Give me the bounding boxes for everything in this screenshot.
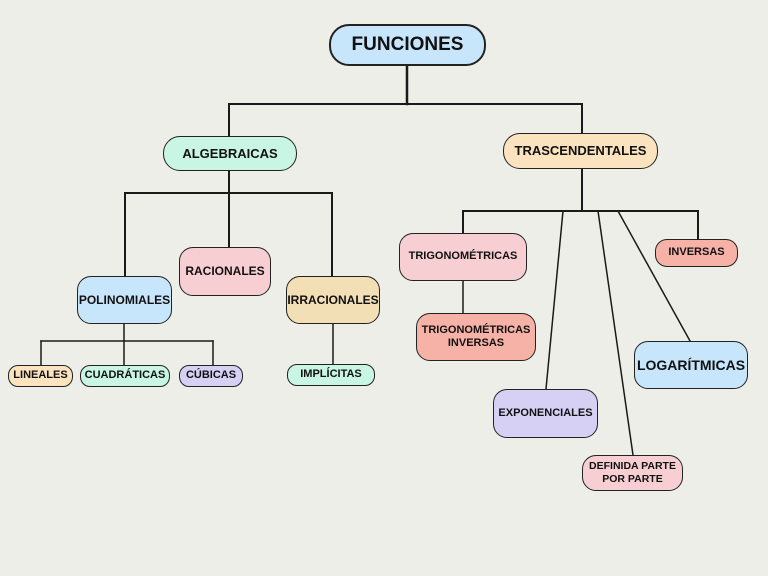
node-logaritmicas: LOGARÍTMICAS [634, 341, 748, 389]
node-irracionales: IRRACIONALES [286, 276, 380, 324]
node-algebraicas: ALGEBRAICAS [163, 136, 297, 171]
node-cubicas: CÚBICAS [179, 365, 243, 387]
node-implicitas: IMPLÍCITAS [287, 364, 375, 386]
node-definida-parte-por-parte: DEFINIDA PARTE POR PARTE [582, 455, 683, 491]
node-polinomiales: POLINOMIALES [77, 276, 172, 324]
connector-line [597, 210, 634, 456]
node-racionales: RACIONALES [179, 247, 271, 296]
node-funciones: FUNCIONES [329, 24, 486, 66]
node-trigonometricas-inversas: TRIGONOMÉTRICAS INVERSAS [416, 313, 536, 361]
node-exponenciales: EXPONENCIALES [493, 389, 598, 438]
node-cuadraticas: CUADRÁTICAS [80, 365, 170, 387]
node-trascendentales: TRASCENDENTALES [503, 133, 658, 169]
node-inversas: INVERSAS [655, 239, 738, 267]
connector-line [616, 209, 692, 343]
node-lineales: LINEALES [8, 365, 73, 387]
connector-line [545, 210, 564, 390]
node-trigonometricas: TRIGONOMÉTRICAS [399, 233, 527, 281]
